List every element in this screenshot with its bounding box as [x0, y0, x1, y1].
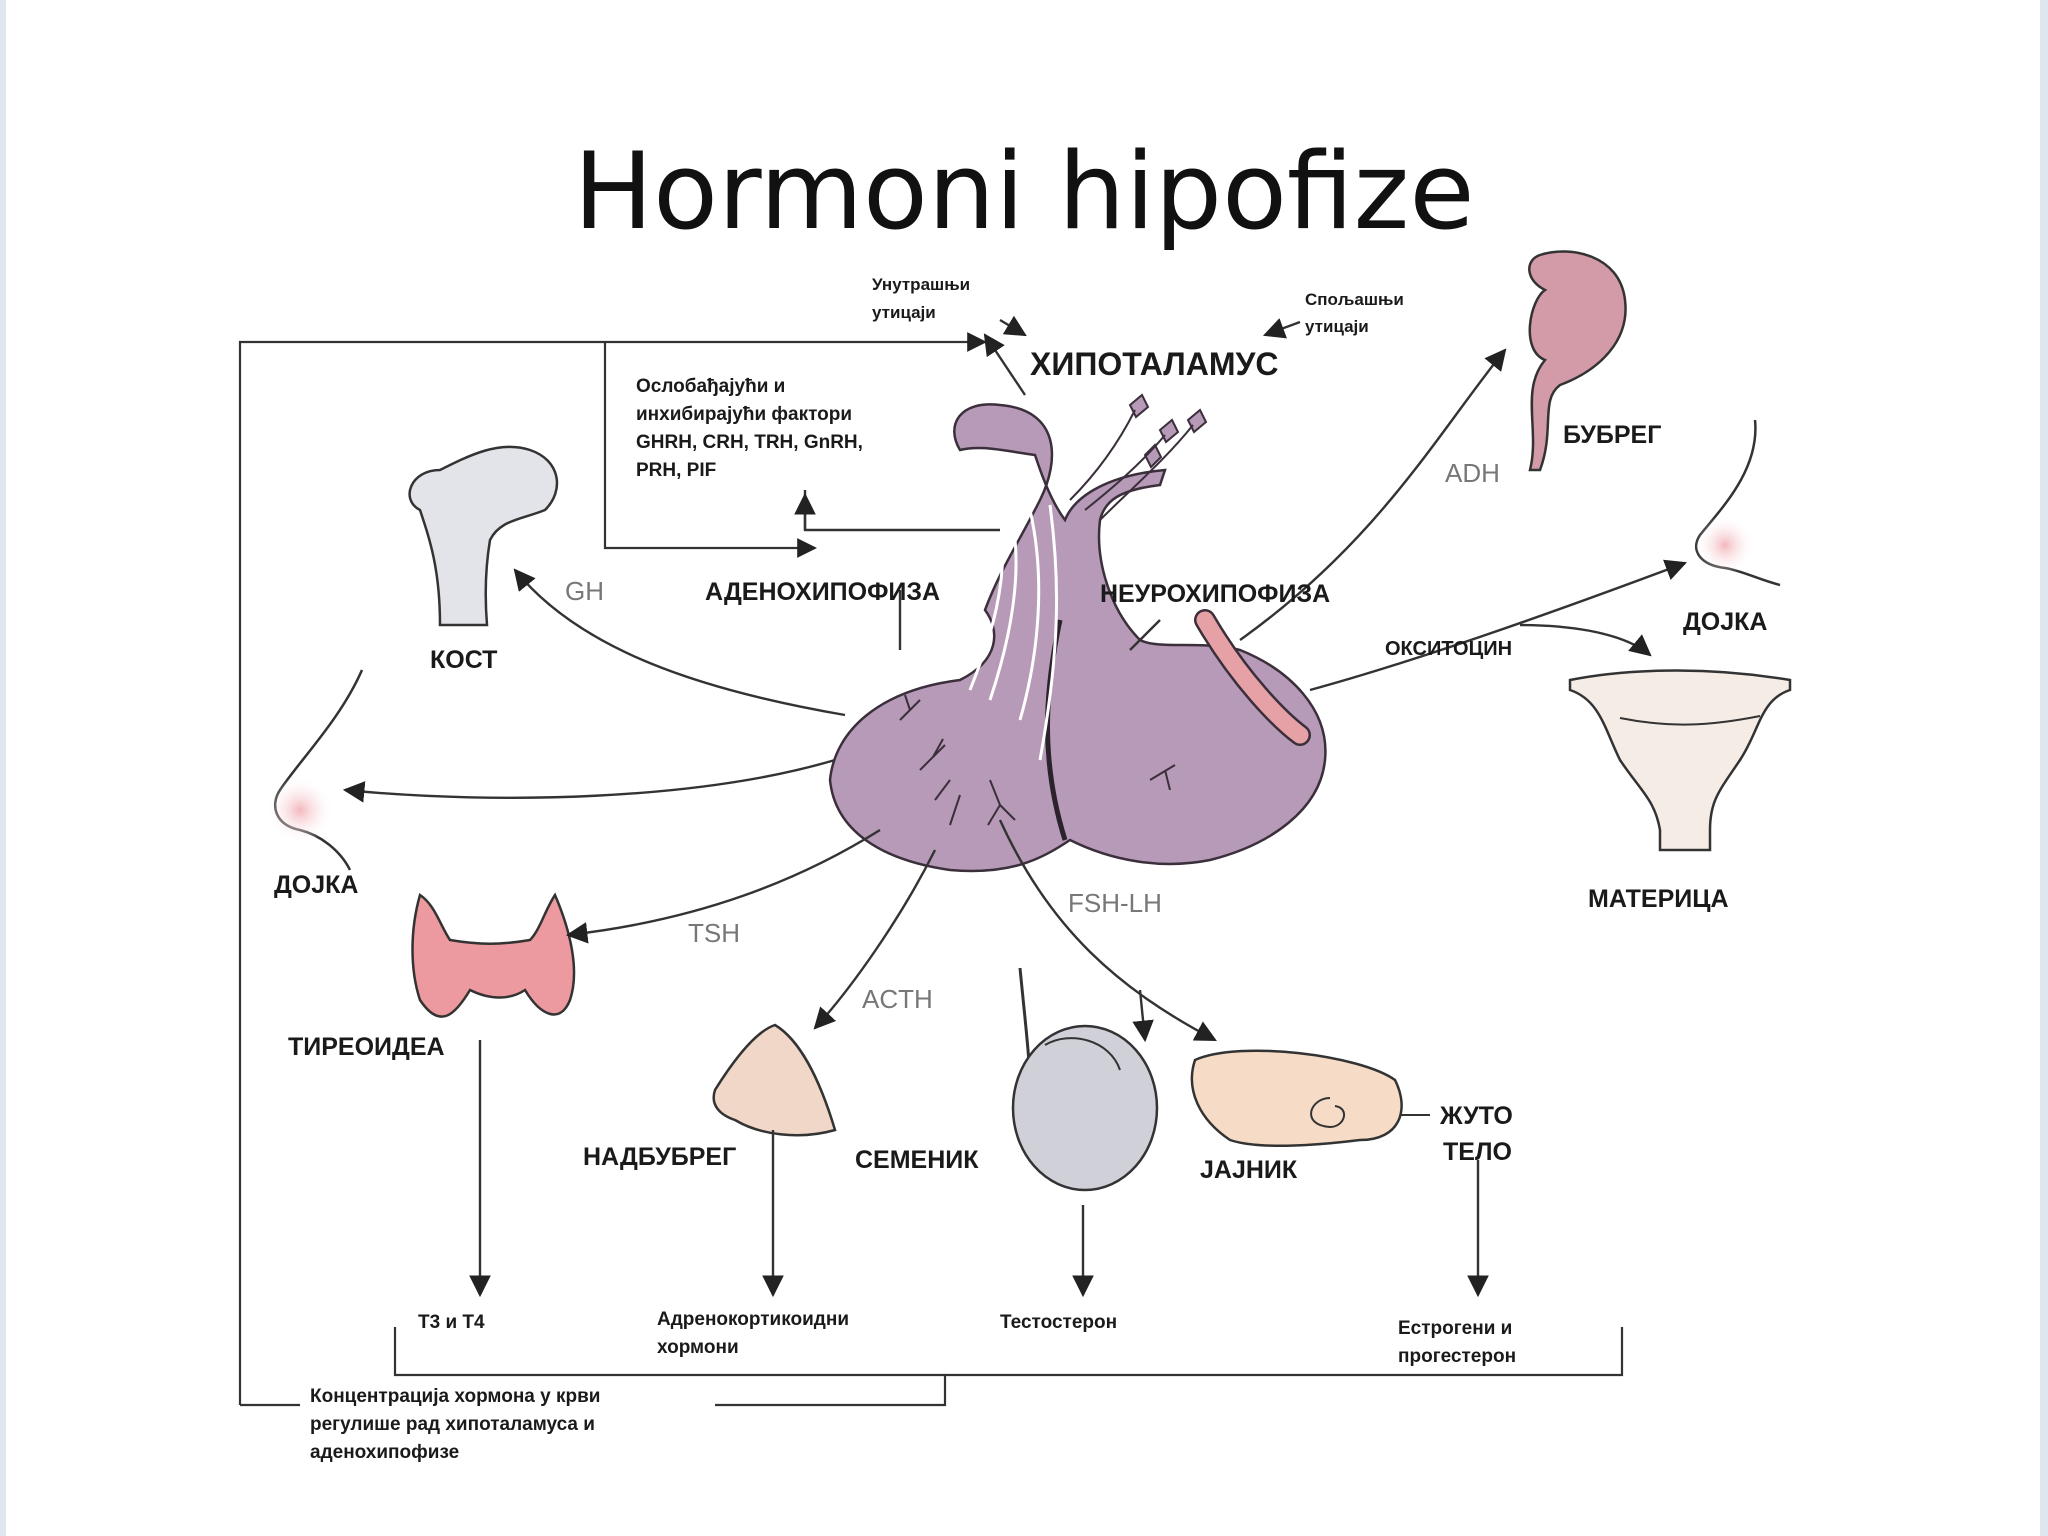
product-t3-t4-label: Т3 и Т4 [418, 1312, 485, 1333]
internal-influences-label-2: утицаји [872, 303, 936, 322]
hormone-adh-label: ADH [1445, 458, 1500, 488]
product-estrogen-line-1: Естрогени и [1398, 1318, 1512, 1339]
slide-title: Hormoni hipofize [573, 130, 1475, 253]
slide-right-border [2040, 0, 2048, 1536]
releasing-factors-line-4: PRH, PIF [636, 460, 716, 481]
corpus-luteum-label-1: ЖУТО [1439, 1102, 1513, 1130]
bone-illustration [408, 445, 559, 627]
corpus-luteum-label-2: ТЕЛО [1443, 1138, 1512, 1166]
releasing-factors-line-2: инхибирајући фактори [636, 404, 852, 425]
hormone-acth-label: ACTH [862, 984, 933, 1014]
testis-illustration [1011, 967, 1159, 1192]
hormone-tsh-label: TSH [688, 918, 740, 948]
organ-ovary-label: ЈАЈНИК [1200, 1156, 1298, 1184]
hormone-fsh-lh-label: FSH-LH [1068, 888, 1162, 918]
neurohypophysis-label: НЕУРОХИПОФИЗА [1100, 580, 1330, 608]
product-testosterone-label: Тестостерон [1000, 1312, 1117, 1333]
thyroid-illustration [411, 892, 576, 1018]
feedback-note-line-2: регулише рад хипоталамуса и [310, 1414, 595, 1435]
organ-adrenal-label: НАДБУБРЕГ [583, 1143, 736, 1171]
product-adrenocorticoid-line-1: Адренокортикоидни [657, 1309, 849, 1330]
hormone-oxytocin-label: ОКСИТОЦИН [1385, 638, 1512, 660]
uterus-illustration [1568, 669, 1792, 852]
organ-breast-right-label: ДОЈКА [1683, 608, 1767, 636]
slide-left-border [0, 0, 6, 1536]
feedback-note-line-3: аденохипофизе [310, 1442, 459, 1463]
breast-right-illustration [1694, 419, 1781, 587]
releasing-factors-line-3: GHRH, CRH, TRH, GnRH, [636, 432, 863, 453]
hormone-gh-label: GH [565, 576, 604, 606]
organ-testis-label: СЕМЕНИК [855, 1146, 979, 1174]
hypothalamus-label: ХИПОТАЛАМУС [1030, 346, 1279, 382]
organ-uterus-label: МАТЕРИЦА [1588, 885, 1729, 913]
external-influences-label-2: утицаји [1305, 317, 1369, 336]
breast-left-illustration [266, 669, 364, 871]
organ-thyroid-label: ТИРЕОИДЕА [288, 1033, 445, 1061]
organ-bone-label: КОСТ [430, 646, 497, 674]
external-influences-label-1: Спољашњи [1305, 290, 1404, 309]
product-estrogen-line-2: прогестерон [1398, 1346, 1516, 1367]
product-adrenocorticoid-line-2: хормони [657, 1337, 739, 1358]
feedback-note-line-1: Концентрација хормона у крви [310, 1386, 600, 1407]
releasing-factors-line-1: Ослобађајући и [636, 376, 785, 397]
adrenal-illustration [712, 1023, 837, 1137]
kidney-illustration [1528, 250, 1627, 472]
internal-influences-label-1: Унутрашњи [872, 275, 970, 294]
feedback-loop-lines [238, 332, 1624, 1407]
ovary-illustration [1190, 1049, 1430, 1148]
organ-breast-left-label: ДОЈКА [274, 871, 358, 899]
organ-kidney-label: БУБРЕГ [1563, 421, 1661, 449]
adenohypophysis-label: АДЕНОХИПОФИЗА [705, 578, 940, 606]
hormone-arrows [342, 315, 1688, 1298]
pituitary-gland [828, 393, 1327, 873]
